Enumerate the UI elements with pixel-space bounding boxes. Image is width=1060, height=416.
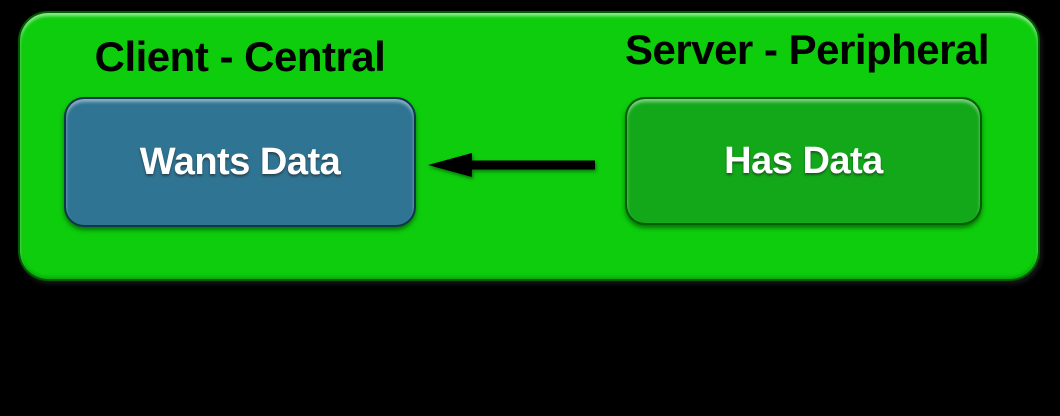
server-peripheral-title: Server - Peripheral	[625, 26, 990, 73]
has-data-label: Has Data	[724, 139, 883, 182]
arrow-left-icon	[428, 153, 595, 177]
wants-data-box: Wants Data	[64, 97, 416, 227]
has-data-box: Has Data	[625, 97, 982, 225]
wants-data-label: Wants Data	[139, 140, 341, 183]
client-central-title: Client - Central	[94, 33, 386, 80]
ble-roles-panel: Client - Central Server - Peripheral Wan…	[18, 11, 1040, 281]
